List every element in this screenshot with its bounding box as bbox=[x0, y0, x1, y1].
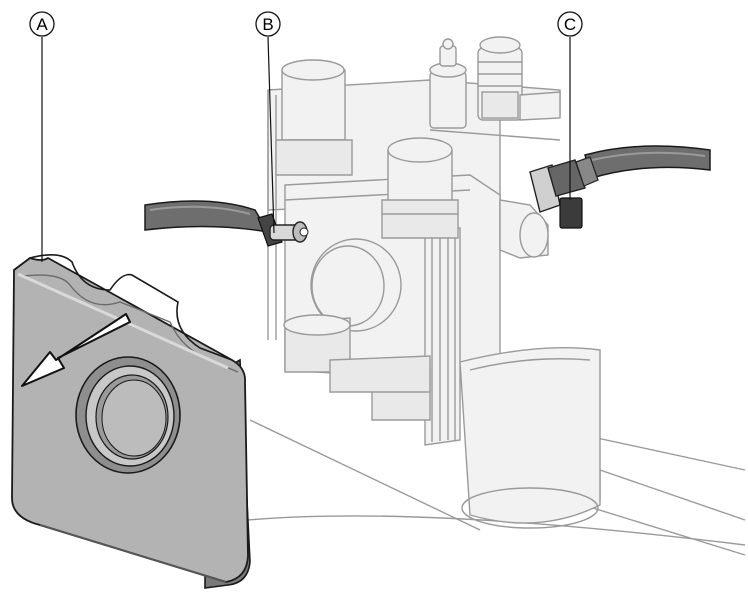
callout-a: A bbox=[29, 11, 55, 37]
removal-arrow bbox=[21, 313, 131, 387]
callout-leaders bbox=[41, 36, 571, 262]
callout-b-label: B bbox=[262, 15, 273, 34]
valve-fitting bbox=[477, 36, 523, 121]
heat-exchanger-fins bbox=[424, 227, 461, 446]
rear-pump-assembly bbox=[267, 36, 561, 446]
air-vent bbox=[429, 38, 467, 129]
callout-c-label: C bbox=[564, 15, 576, 34]
hose-left bbox=[144, 200, 270, 234]
hose-clamp bbox=[529, 156, 599, 229]
callout-a-label: A bbox=[36, 15, 48, 34]
collecting-vessel bbox=[459, 347, 601, 529]
hose-right bbox=[584, 145, 711, 179]
front-cover bbox=[11, 254, 251, 589]
drain-valve bbox=[257, 213, 309, 247]
callout-b: B bbox=[255, 11, 281, 37]
callout-c: C bbox=[557, 11, 583, 37]
